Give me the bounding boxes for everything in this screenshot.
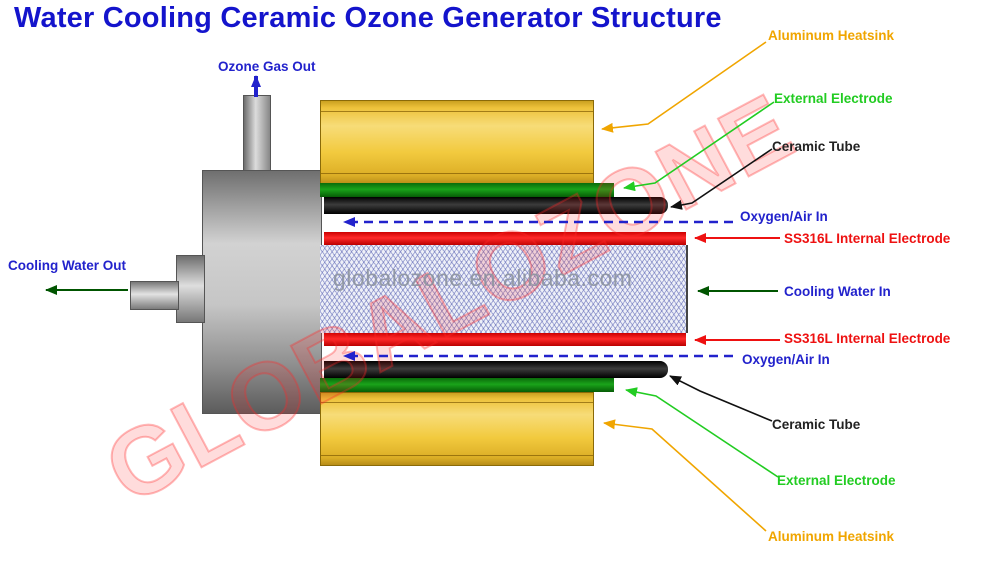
- label-ozone-gas-out: Ozone Gas Out: [218, 59, 316, 74]
- ceramic-tube-bottom-leader-line: [669, 375, 773, 422]
- ceramic-tube-bottom-strip: [324, 361, 668, 378]
- generator-body: [202, 170, 322, 414]
- internal-electrode-bottom-strip: [324, 333, 686, 346]
- external-electrode-top-strip: [320, 183, 614, 197]
- label-cooling-water-out: Cooling Water Out: [8, 258, 126, 273]
- heatsink-top-leader-line: [601, 41, 767, 133]
- label-external-electrode-bottom: External Electrode: [777, 473, 896, 488]
- external-electrode-top-leader-line: [623, 101, 775, 192]
- aluminum-heatsink-top-block: [320, 100, 594, 185]
- aluminum-heatsink-bottom-block: [320, 392, 594, 466]
- ozone-outlet-pipe: [243, 95, 271, 173]
- water-outlet-pipe: [130, 281, 179, 310]
- label-oxygen-air-in-top: Oxygen/Air In: [740, 209, 828, 224]
- external-electrode-bottom-leader-line: [625, 387, 779, 478]
- label-aluminum-heatsink-bottom: Aluminum Heatsink: [768, 529, 895, 544]
- ceramic-tube-top-leader-line: [670, 148, 773, 210]
- water-outlet-flange: [176, 255, 205, 323]
- cooling-water-channel: [320, 245, 688, 333]
- label-ceramic-tube-bottom: Ceramic Tube: [772, 417, 861, 432]
- label-oxygen-air-in-bottom: Oxygen/Air In: [742, 352, 830, 367]
- ceramic-tube-top-strip: [324, 197, 668, 214]
- label-external-electrode-top: External Electrode: [774, 91, 893, 106]
- page-title: Water Cooling Ceramic Ozone Generator St…: [14, 2, 722, 34]
- label-internal-electrode-bottom: SS316L Internal Electrode: [784, 331, 951, 346]
- label-cooling-water-in: Cooling Water In: [784, 284, 891, 299]
- internal-electrode-top-strip: [324, 232, 686, 245]
- heatsink-bottom-leader-line: [603, 419, 767, 532]
- label-internal-electrode-top: SS316L Internal Electrode: [784, 231, 951, 246]
- label-ceramic-tube-top: Ceramic Tube: [772, 139, 861, 154]
- external-electrode-bottom-strip: [320, 378, 614, 392]
- label-aluminum-heatsink-top: Aluminum Heatsink: [768, 28, 895, 43]
